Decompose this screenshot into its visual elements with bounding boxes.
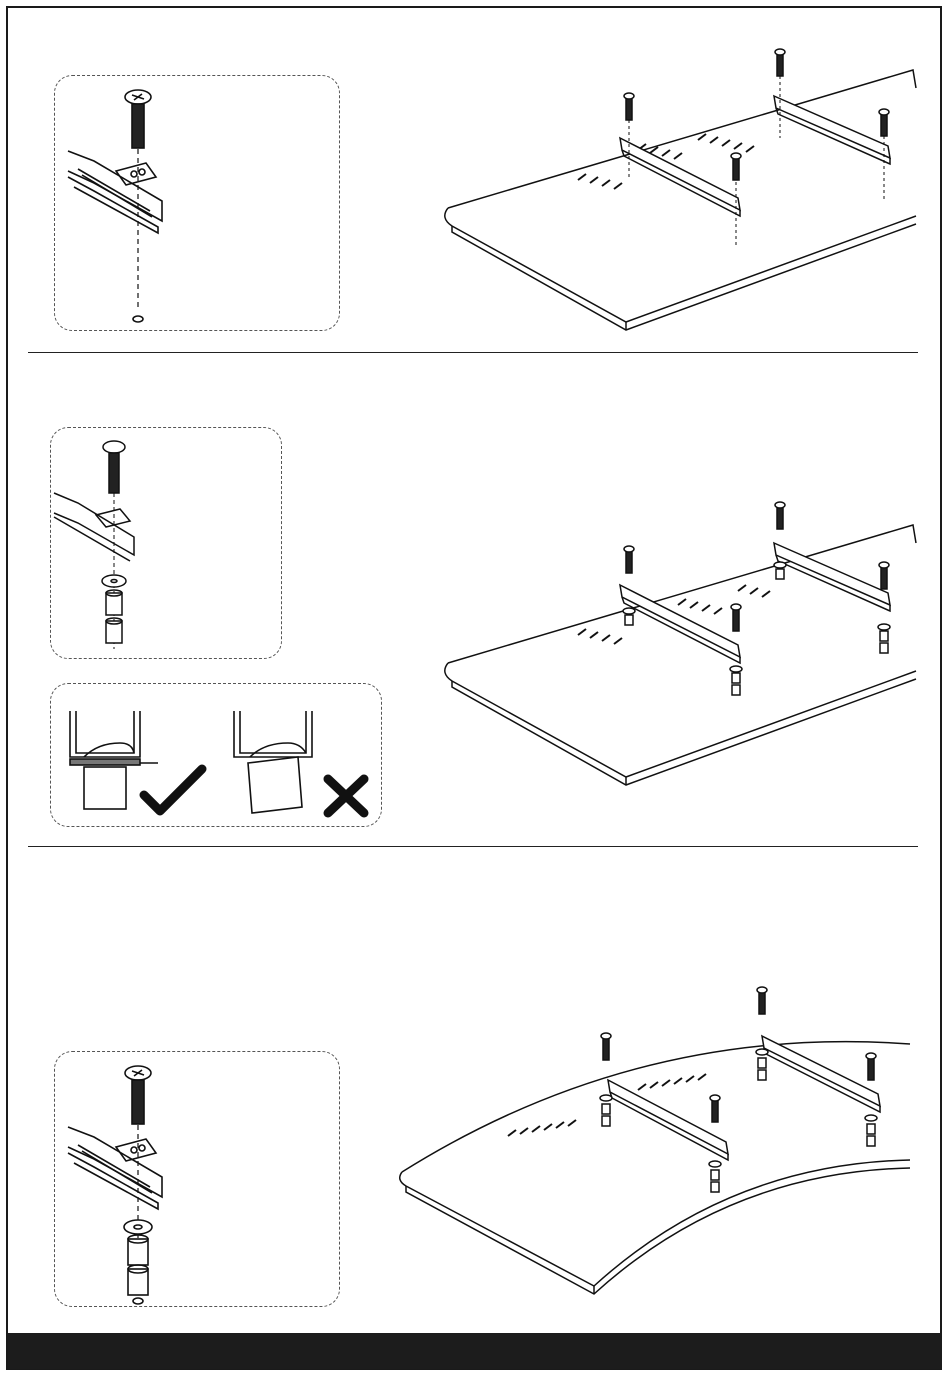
step-divider-2 [28,846,918,847]
step-3-detail-drawing [54,1051,340,1307]
step-2-orientation-drawing [50,683,382,827]
footer-bar [8,1333,942,1369]
step-divider-1 [28,352,918,353]
step-2-tv-assembly [438,495,938,795]
step-1-tv-assembly [438,40,938,340]
step-2-detail-drawing [50,427,282,659]
step-1-detail-drawing [54,75,340,331]
checkmark-icon [144,769,202,811]
cross-icon [328,779,364,813]
step-3-curved-tv-assembly [398,984,918,1294]
